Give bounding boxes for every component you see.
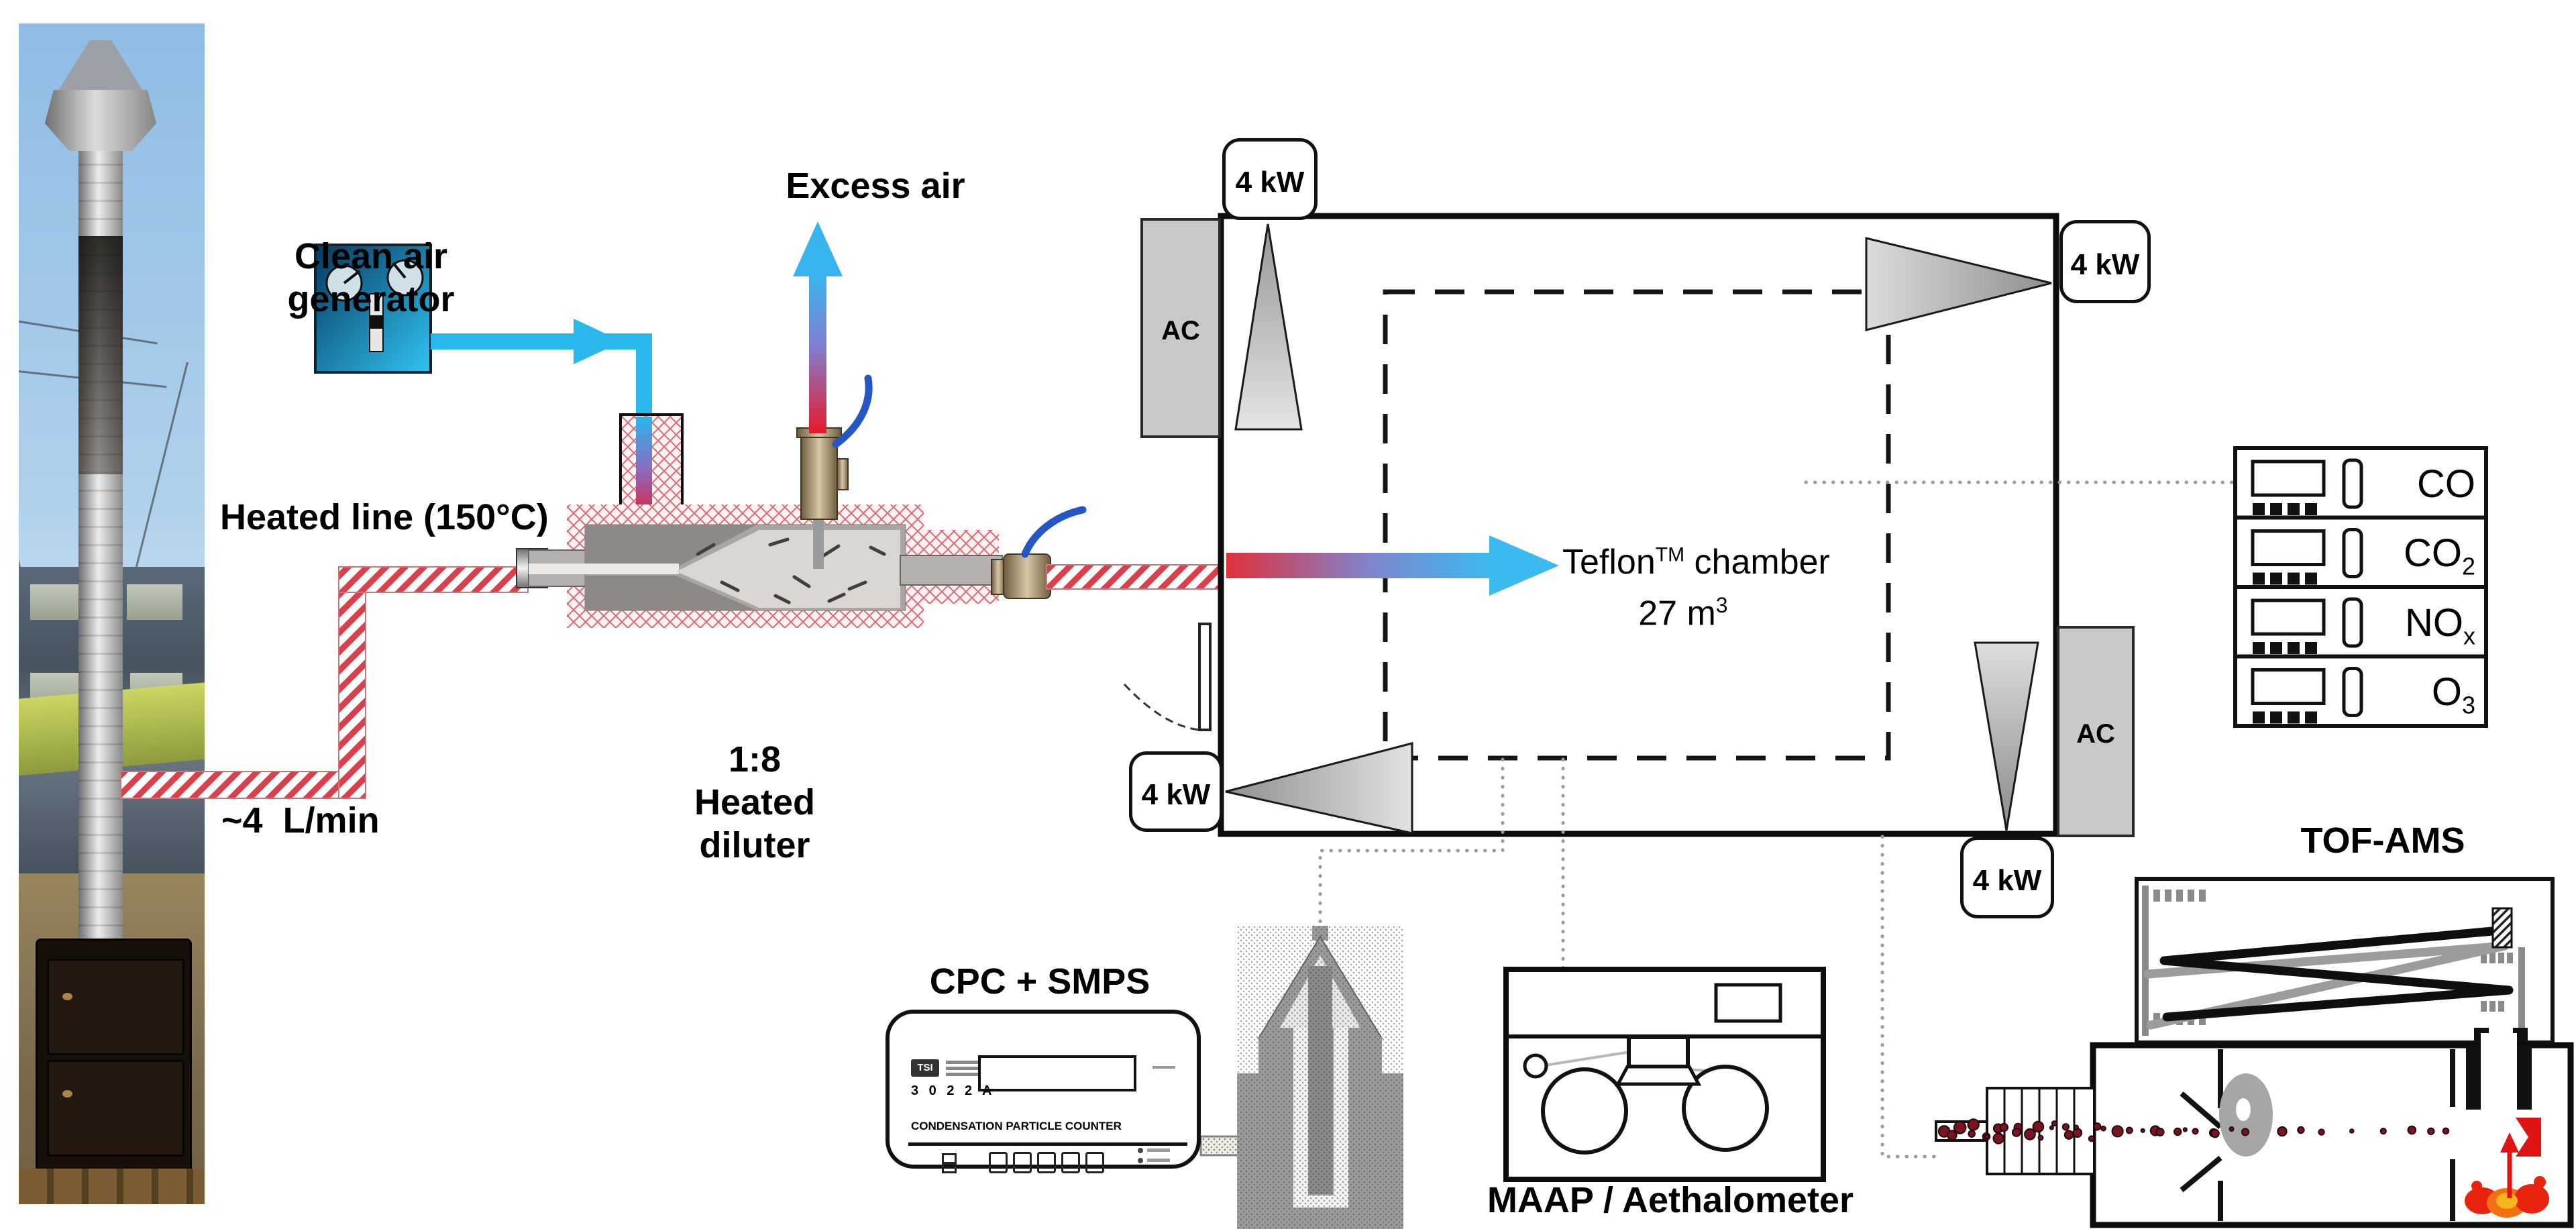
vaporizer-icon bbox=[2465, 1118, 2549, 1218]
gas-label-o3: O3 bbox=[2431, 670, 2475, 719]
soot-band bbox=[78, 236, 123, 475]
analyzer-button-icon bbox=[2270, 503, 2282, 515]
heater-triangle-top-left bbox=[1234, 223, 1303, 431]
window bbox=[30, 584, 78, 620]
ion-path-black-icon bbox=[2159, 925, 2514, 1022]
door-knob-icon bbox=[62, 993, 72, 1001]
analyzer-button-icon bbox=[2270, 711, 2282, 724]
analyzer-display-icon bbox=[2251, 598, 2326, 636]
analyzer-button-icon bbox=[2288, 642, 2300, 654]
clean-air-pipe bbox=[431, 319, 652, 417]
heater-badge-top-left: 4 kW bbox=[1222, 138, 1318, 220]
analyzer-slot-icon bbox=[2342, 458, 2363, 509]
skimmer-icon bbox=[2180, 1049, 2223, 1221]
chamber-label: TeflonTM chamber bbox=[1562, 543, 1830, 582]
analyzer-button-icon bbox=[2270, 572, 2282, 585]
analyzer-button-icon bbox=[2253, 503, 2265, 515]
heater-badge-bottom-left: 4 kW bbox=[1129, 751, 1223, 832]
analyzer-display-icon bbox=[2251, 668, 2326, 705]
window bbox=[126, 584, 182, 620]
heater-triangle-bottom-right bbox=[1974, 641, 2039, 831]
particle-beam bbox=[1937, 1118, 2450, 1144]
stove-door-upper bbox=[46, 959, 185, 1055]
cpc-front-panel: TSI 3 0 2 2 A CONDENSATION PARTICLE COUN… bbox=[885, 1010, 1201, 1173]
heater-triangle-top-right bbox=[1865, 237, 2052, 331]
cpc-model: 3 0 2 2 A bbox=[911, 1083, 996, 1098]
excess-air-label: Excess air bbox=[786, 166, 965, 206]
analyzer-slot-icon bbox=[2342, 528, 2363, 578]
clean-air-generator-icon bbox=[314, 244, 432, 374]
chamber-volume: 27 m3 bbox=[1638, 593, 1728, 633]
chimney-pipe bbox=[78, 129, 123, 951]
optics-head-icon bbox=[1627, 1035, 1690, 1069]
chamber-wall bbox=[1218, 213, 2059, 837]
analyzer-button-icon bbox=[2305, 642, 2317, 654]
teflon-bag-dashed bbox=[1383, 289, 1891, 761]
stove-photo bbox=[19, 23, 205, 1204]
tsi-logo: TSI bbox=[911, 1059, 939, 1077]
heated-line-to-chamber bbox=[1046, 564, 1224, 590]
analyzer-button-icon bbox=[2253, 711, 2265, 724]
flow-rate-label: ~4 L/min bbox=[221, 800, 380, 841]
gas-label-co: CO bbox=[2417, 462, 2475, 506]
heated-line-label: Heated line (150°C) bbox=[220, 497, 549, 537]
heater-triangle-bottom-left bbox=[1225, 742, 1413, 835]
analyzer-slot-icon bbox=[2342, 597, 2363, 648]
maap-instrument bbox=[1503, 967, 1826, 1182]
stove-door-lower bbox=[46, 1060, 185, 1157]
analyzer-button-icon bbox=[2305, 572, 2317, 585]
valve-handle-icon bbox=[1021, 506, 1087, 558]
analyzer-button-icon bbox=[2288, 503, 2300, 515]
sample-line-tof bbox=[1880, 835, 1937, 1159]
excess-air-arrow bbox=[793, 221, 843, 433]
heater-badge-top-right: 4 kW bbox=[2059, 220, 2151, 303]
analyzer-display-icon bbox=[2251, 460, 2326, 497]
cpc-display-icon bbox=[978, 1055, 1136, 1091]
heater-badge-bottom-right: 4 kW bbox=[1960, 837, 2054, 918]
chamber-port-icon bbox=[1123, 623, 1212, 731]
turbulence-arrows-icon bbox=[696, 537, 886, 604]
analyzer-slot-icon bbox=[2342, 667, 2363, 717]
detector-icon bbox=[2491, 907, 2513, 949]
pallet bbox=[19, 1169, 205, 1204]
sample-line-cpc bbox=[1318, 757, 1505, 933]
analyzer-button-icon bbox=[2288, 711, 2300, 724]
analyzer-button-icon bbox=[2305, 503, 2317, 515]
maap-label: MAAP / Aethalometer bbox=[1487, 1180, 1854, 1220]
gas-label-nox: NOx bbox=[2405, 601, 2475, 650]
heated-diluter-icon bbox=[528, 504, 1003, 628]
analyzer-button-icon bbox=[2253, 642, 2265, 654]
tape-reel-icon bbox=[1541, 1067, 1628, 1155]
analyzer-button-icon bbox=[2270, 642, 2282, 654]
tape-reel-icon bbox=[1682, 1065, 1769, 1152]
cpc-smps-label: CPC + SMPS bbox=[929, 961, 1150, 1002]
ac-unit-right: AC bbox=[2057, 626, 2135, 837]
gas-label-co2: CO2 bbox=[2403, 531, 2475, 580]
cpc-caption: CONDENSATION PARTICLE COUNTER bbox=[911, 1120, 1122, 1132]
wood-stove bbox=[35, 939, 193, 1173]
outlet-valve-icon bbox=[991, 506, 1087, 599]
heated-line-pipe bbox=[120, 566, 529, 799]
door-knob-icon bbox=[62, 1089, 72, 1098]
valve-handle-icon bbox=[832, 374, 873, 448]
tof-ams-label: TOF-AMS bbox=[2300, 820, 2465, 861]
tof-ams-upper bbox=[2135, 877, 2555, 1045]
dma-column bbox=[1199, 926, 1403, 1229]
ac-unit-left: AC bbox=[1140, 218, 1221, 438]
flow-arrow-icon bbox=[574, 319, 623, 364]
analyzer-button-icon bbox=[2288, 572, 2300, 585]
analyzer-display-icon bbox=[2251, 529, 2326, 566]
maap-display-icon bbox=[1714, 983, 1782, 1023]
chimney-cap bbox=[44, 89, 156, 152]
analyzer-button-icon bbox=[2253, 572, 2265, 585]
chamber-inlet-arrow bbox=[1226, 535, 1559, 596]
gas-analyzer-rack bbox=[2233, 446, 2488, 728]
analyzer-button-icon bbox=[2305, 711, 2317, 724]
